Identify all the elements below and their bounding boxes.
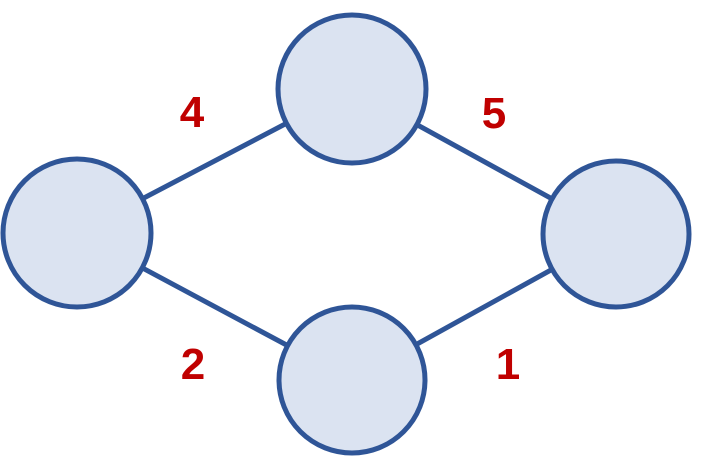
node-bottom — [276, 304, 428, 456]
node-left — [0, 156, 154, 310]
edge-weight-left-top: 4 — [180, 88, 205, 137]
edge-weight-bottom-right: 1 — [496, 340, 520, 389]
edge-weight-top-right: 5 — [482, 89, 506, 138]
node-right — [540, 158, 692, 310]
edge-weight-left-bottom: 2 — [181, 340, 205, 389]
node-top — [275, 12, 429, 166]
